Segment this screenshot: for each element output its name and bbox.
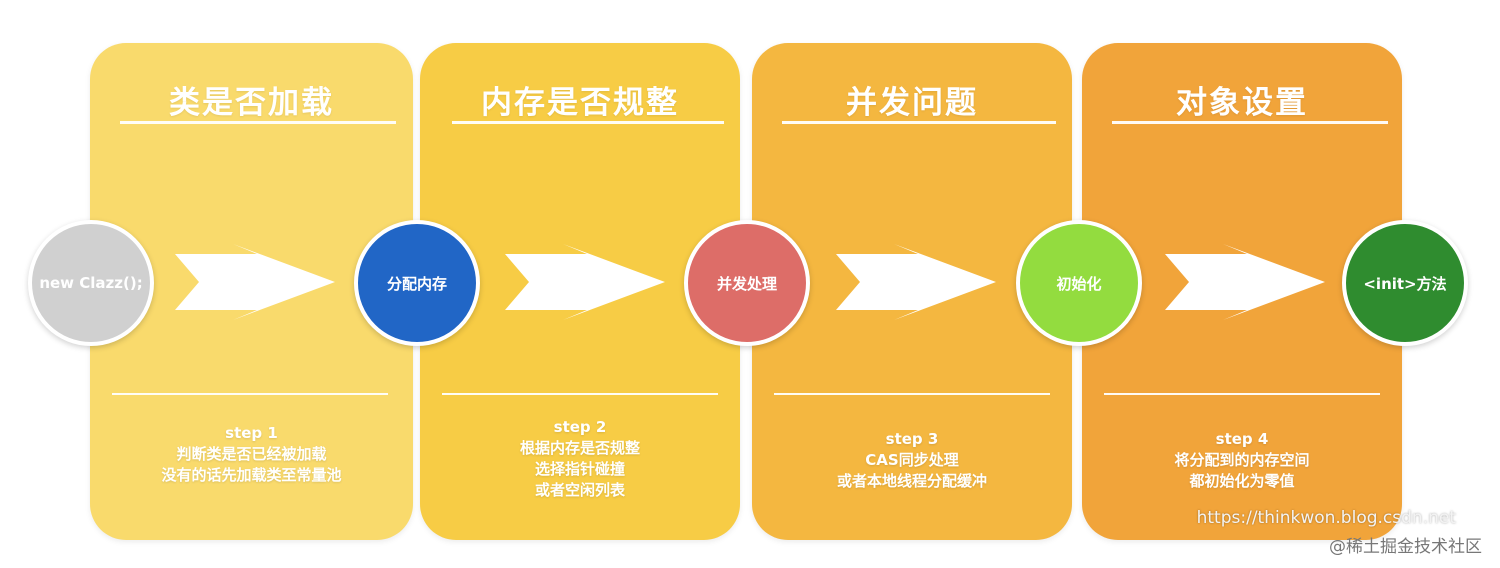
node-label: <init>方法	[1363, 274, 1447, 293]
title-divider	[452, 121, 724, 124]
arrow-right-icon	[505, 244, 665, 320]
node-initialization: 初始化	[1016, 220, 1142, 346]
step-line: 判断类是否已经被加载	[176, 445, 327, 463]
step-number: step 4	[1215, 430, 1269, 448]
watermark-url: https://thinkwon.blog.csdn.net	[1196, 508, 1456, 528]
step-line: 将分配到的内存空间	[1174, 451, 1310, 469]
node-new-clazz: new Clazz();	[28, 220, 154, 346]
step-divider	[112, 393, 388, 395]
step-line: 根据内存是否规整	[519, 439, 640, 457]
step-description: step 1 判断类是否已经被加载 没有的话先加载类至常量池	[90, 423, 413, 486]
step-divider	[774, 393, 1050, 395]
watermark-site: @稀土掘金技术社区	[1329, 537, 1482, 557]
step-line: 没有的话先加载类至常量池	[161, 466, 342, 484]
step-description: step 2 根据内存是否规整 选择指针碰撞 或者空闲列表	[420, 417, 740, 501]
step-line: 或者空闲列表	[534, 481, 625, 499]
arrow-right-icon	[1165, 244, 1325, 320]
step-line: 选择指针碰撞	[534, 460, 625, 478]
step-divider	[1104, 393, 1380, 395]
node-label: 初始化	[1056, 274, 1102, 293]
node-init-method: <init>方法	[1342, 220, 1468, 346]
step-line: CAS同步处理	[865, 451, 959, 469]
node-label: new Clazz();	[39, 274, 143, 292]
node-allocate-memory: 分配内存	[354, 220, 480, 346]
node-label: 并发处理	[716, 274, 777, 293]
title-divider	[782, 121, 1056, 124]
panel-title: 并发问题	[846, 85, 978, 121]
step-divider	[442, 393, 718, 395]
panel-title: 对象设置	[1176, 85, 1308, 121]
step-number: step 1	[225, 424, 278, 442]
panel-title: 内存是否规整	[481, 85, 679, 121]
step-description: step 3 CAS同步处理 或者本地线程分配缓冲	[752, 429, 1072, 492]
step-number: step 3	[885, 430, 939, 448]
step-description: step 4 将分配到的内存空间 都初始化为零值	[1082, 429, 1402, 492]
title-divider	[120, 121, 396, 124]
node-concurrency-handling: 并发处理	[684, 220, 810, 346]
step-number: step 2	[553, 418, 607, 436]
step-line: 都初始化为零值	[1189, 472, 1295, 490]
arrow-right-icon	[836, 244, 996, 320]
node-label: 分配内存	[386, 274, 447, 293]
panel-title: 类是否加载	[169, 85, 334, 121]
step-line: 或者本地线程分配缓冲	[836, 472, 987, 490]
title-divider	[1112, 121, 1388, 124]
arrow-right-icon	[175, 244, 335, 320]
